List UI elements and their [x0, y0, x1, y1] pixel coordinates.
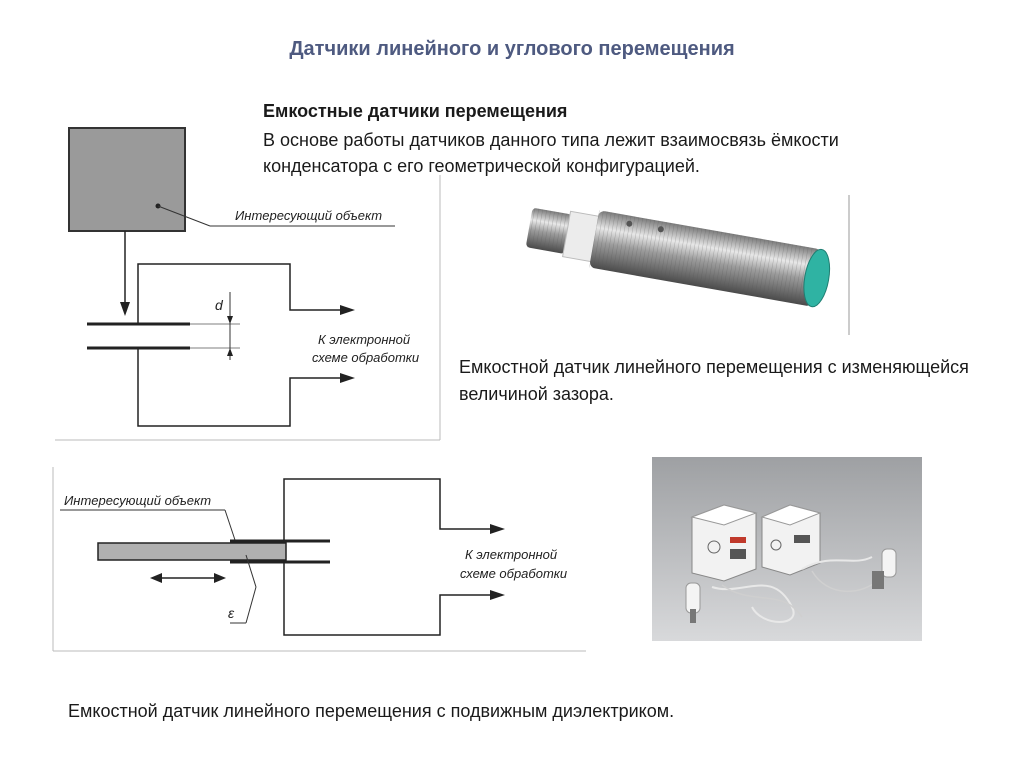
sensor-tip-icon: [803, 248, 831, 308]
caption-dielectric-sensor: Емкостной датчик линейного перемещения с…: [68, 701, 675, 721]
intro-text: В основе работы датчиков данного типа ле…: [263, 130, 839, 176]
output-label-line1: К электронной: [465, 547, 557, 562]
epsilon-symbol: ε: [228, 605, 235, 621]
dielectric-sensor-diagram: Интересующий объект К электронной схеме …: [52, 467, 586, 652]
sensor-modules-photo: [652, 457, 922, 641]
caption-gap-sensor: Емкостной датчик линейного перемещения с…: [459, 357, 969, 404]
output-label-line1: К электронной: [318, 332, 410, 347]
object-label: Интересующий объект: [64, 493, 211, 508]
cylindrical-sensor-photo: [525, 195, 850, 335]
gap-sensor-diagram: Интересующий объект d К электронной схем…: [55, 127, 441, 441]
object-label: Интересующий объект: [235, 208, 382, 223]
output-label-line2: схеме обработки: [312, 350, 419, 365]
interest-object-box: [68, 127, 186, 232]
gap-symbol: d: [215, 297, 224, 313]
dielectric-bar: [97, 542, 287, 561]
output-label-line2: схеме обработки: [460, 566, 567, 581]
section-heading: Емкостные датчики перемещения: [263, 101, 568, 121]
page-title: Датчики линейного и углового перемещения: [289, 38, 735, 60]
